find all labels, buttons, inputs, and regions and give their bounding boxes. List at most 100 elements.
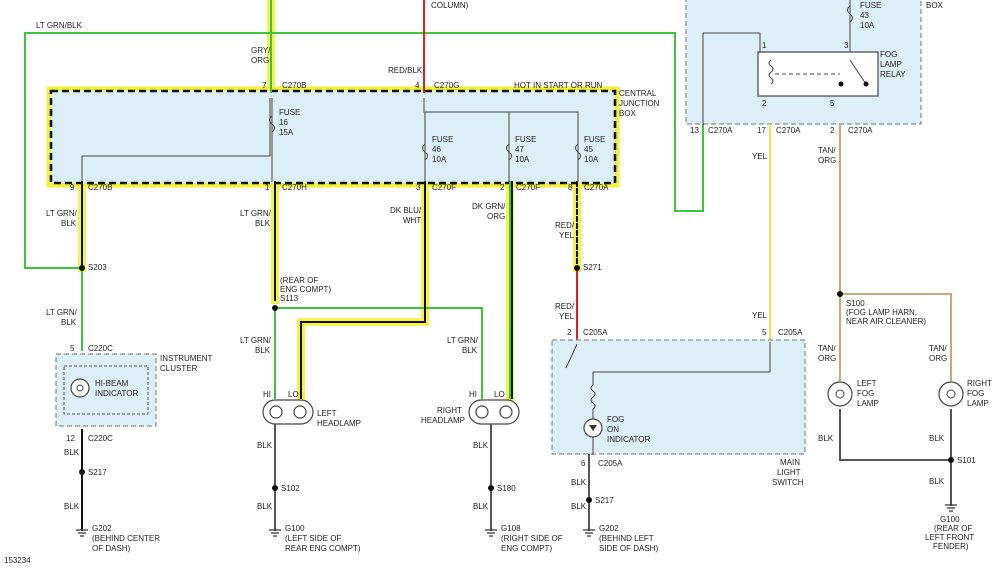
splice-s217a: S217 bbox=[88, 468, 107, 477]
conn-c270f-1: C270F bbox=[432, 183, 456, 192]
wire-label-redyel-1a: RED/ bbox=[555, 221, 575, 230]
wire-label-4a: LT GRN/ bbox=[240, 336, 272, 345]
svg-text:BLK: BLK bbox=[257, 441, 273, 450]
fuse-47: FUSE 47 10A bbox=[515, 135, 536, 164]
wire-label-tan-3b: ORG bbox=[929, 354, 947, 363]
blk-labels: BLK BLK BLK BLK BLK BLK BLK BLK BLK BLK … bbox=[64, 434, 945, 511]
wire-label-2a: LT GRN/ bbox=[240, 209, 272, 218]
svg-text:10A: 10A bbox=[432, 155, 447, 164]
conn-c220c-bot: C220C bbox=[88, 434, 113, 443]
wire-label-tan-1a: TAN/ bbox=[818, 146, 836, 155]
pin-1: 1 bbox=[265, 183, 270, 192]
pin-4: 4 bbox=[415, 81, 420, 90]
conn-c270a-13: C270A bbox=[708, 126, 733, 135]
relay-pin-1: 1 bbox=[762, 41, 767, 50]
relay-pin-2: 2 bbox=[762, 99, 767, 108]
svg-text:BLK: BLK bbox=[64, 502, 80, 511]
conn-c270a-17: C270A bbox=[776, 126, 801, 135]
right-headlamp bbox=[468, 399, 520, 425]
mls-label-c: SWITCH bbox=[772, 478, 804, 487]
svg-text:47: 47 bbox=[515, 145, 524, 154]
relay-label-c: RELAY bbox=[880, 70, 906, 79]
pin-5-mls: 5 bbox=[762, 328, 767, 337]
wire-label-tan-2b: ORG bbox=[818, 354, 836, 363]
svg-text:BLK: BLK bbox=[571, 478, 587, 487]
right-fog-lamp bbox=[938, 381, 964, 407]
wire-gry-org-a: GRY/ bbox=[251, 46, 271, 55]
pin-2b: 2 bbox=[830, 126, 835, 135]
wire-label-1b: BLK bbox=[61, 219, 77, 228]
right-hl-label-a: RIGHT bbox=[437, 406, 462, 415]
right-hl-hi: HI bbox=[469, 390, 477, 399]
relay-switch-icon bbox=[849, 59, 867, 85]
ground-g100a: G100 bbox=[285, 524, 305, 533]
wire-label-tan-3a: TAN/ bbox=[929, 344, 947, 353]
ground-g100b-note-3: FENDER) bbox=[933, 542, 969, 551]
ground-g100b: G100 bbox=[940, 515, 960, 524]
fuse-43: FUSE 43 10A bbox=[860, 1, 881, 30]
left-headlamp bbox=[262, 399, 314, 425]
svg-text:BLK: BLK bbox=[571, 502, 587, 511]
mls-switch-icon bbox=[565, 343, 578, 369]
wire-red-blk: RED/BLK bbox=[388, 66, 423, 75]
splice-s113: S113 bbox=[280, 294, 299, 303]
pin-13: 13 bbox=[690, 126, 699, 135]
wire-label-dkblu-a: DK BLU/ bbox=[390, 206, 422, 215]
fuse-symbols bbox=[269, 5, 853, 161]
cluster-label-a: INSTRUMENT bbox=[160, 354, 213, 363]
s100-note-a: (FOG LAMP HARN, bbox=[846, 308, 917, 317]
svg-text:10A: 10A bbox=[860, 21, 875, 30]
wire-label-5a: LT GRN/ bbox=[447, 336, 479, 345]
conn-c220c-top: C220C bbox=[88, 344, 113, 353]
wire-label-redyel-1b: YEL bbox=[559, 231, 575, 240]
mls-label-b: LIGHT bbox=[777, 468, 801, 477]
wire-label-dkgrn-b: ORG bbox=[487, 212, 505, 221]
rfog-label-c: LAMP bbox=[967, 399, 989, 408]
wire-lt-grn-blk: LT GRN/BLK bbox=[36, 21, 83, 30]
hibeam-bulb-icon bbox=[70, 378, 90, 398]
svg-text:15A: 15A bbox=[279, 128, 294, 137]
rfog-label-a: RIGHT bbox=[967, 379, 992, 388]
svg-text:BLK: BLK bbox=[64, 448, 80, 457]
svg-text:BLK: BLK bbox=[257, 502, 273, 511]
pin-17: 17 bbox=[757, 126, 766, 135]
hibeam-indicator bbox=[63, 365, 149, 415]
wire-label-3b: BLK bbox=[61, 318, 77, 327]
right-hl-lo: LO bbox=[494, 390, 505, 399]
relay-coil-icon bbox=[768, 59, 774, 85]
ground-g202a-note-2: OF DASH) bbox=[92, 544, 131, 553]
pin-2-mls: 2 bbox=[567, 328, 572, 337]
cjb-label-b: JUNCTION bbox=[619, 99, 660, 108]
relay-pin-3: 3 bbox=[844, 41, 849, 50]
ground-g202a-note-1: (BEHIND CENTER bbox=[92, 534, 160, 543]
svg-text:BLK: BLK bbox=[473, 441, 489, 450]
conn-c270b-top: C270B bbox=[282, 81, 306, 90]
conn-c270a-2: C270A bbox=[848, 126, 873, 135]
wire-label-yel-1: YEL bbox=[752, 152, 768, 161]
fuse-45: FUSE 45 10A bbox=[584, 135, 605, 164]
splice-s217b: S217 bbox=[595, 496, 614, 505]
pin-12: 12 bbox=[66, 434, 75, 443]
resistor-icon bbox=[590, 384, 596, 410]
conn-c205a-2: C205A bbox=[583, 328, 608, 337]
rfog-label-b: FOG bbox=[967, 389, 984, 398]
splice-s100: S100 bbox=[846, 299, 865, 308]
pin-2: 2 bbox=[500, 183, 505, 192]
wire-label-tan-1b: ORG bbox=[818, 156, 836, 165]
pin-8: 8 bbox=[568, 183, 573, 192]
conn-c270g: C270G bbox=[434, 81, 459, 90]
splice-s101: S101 bbox=[957, 456, 976, 465]
s113-note-b: ENG COMPT) bbox=[280, 285, 331, 294]
fuse-46: FUSE 46 10A bbox=[432, 135, 453, 164]
pin-5-cluster: 5 bbox=[70, 344, 75, 353]
wire-gry-org-b: ORG bbox=[251, 56, 269, 65]
wire-label-4b: BLK bbox=[255, 346, 271, 355]
hibeam-label-b: INDICATOR bbox=[95, 389, 138, 398]
svg-text:43: 43 bbox=[860, 11, 869, 20]
relay-label-a: FOG bbox=[880, 50, 897, 59]
svg-text:BLK: BLK bbox=[929, 477, 945, 486]
relay-label-b: LAMP bbox=[880, 60, 902, 69]
splice-dots bbox=[79, 265, 954, 503]
relay-pin-5: 5 bbox=[830, 99, 835, 108]
